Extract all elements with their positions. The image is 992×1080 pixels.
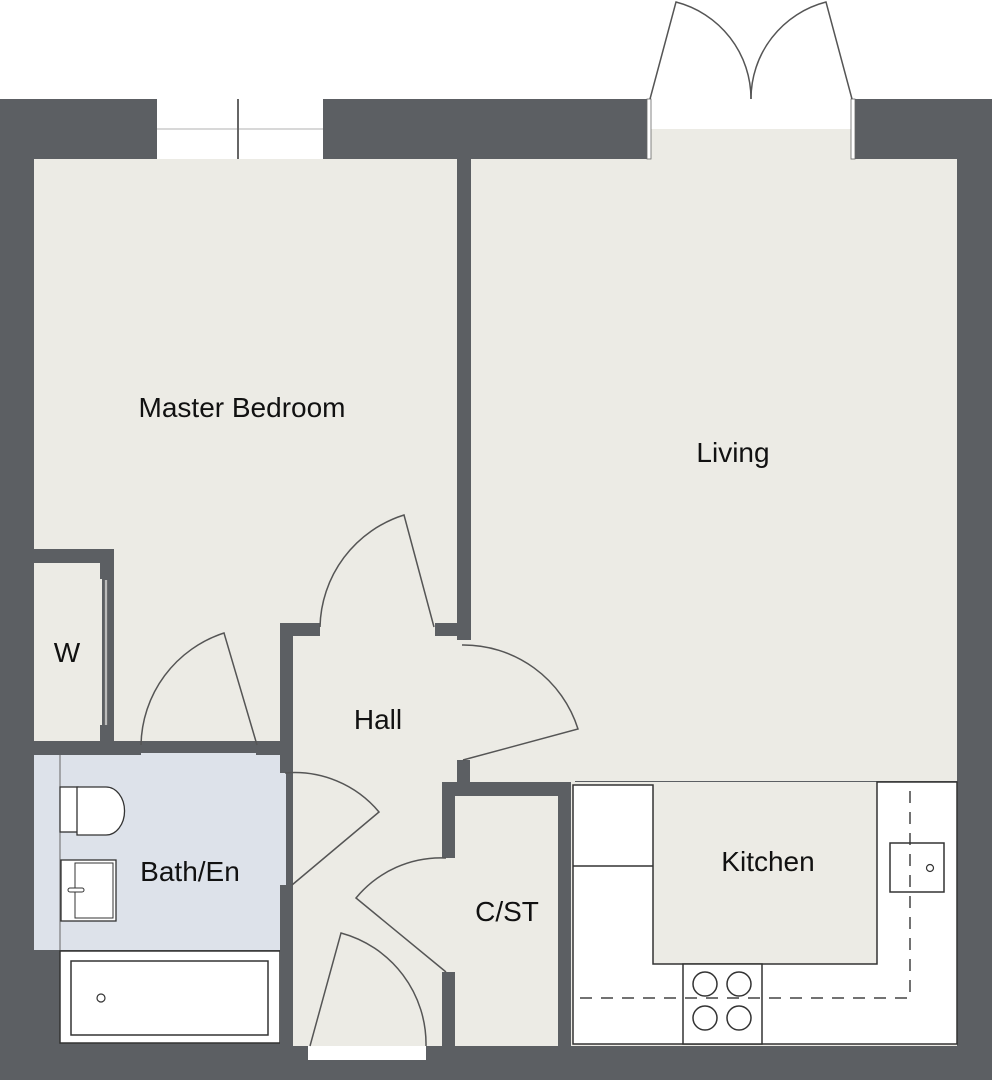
living-door-recess <box>650 128 852 160</box>
bathtub-inner <box>70 960 269 1036</box>
wall-units-dashed <box>580 782 911 999</box>
door-bath-hall <box>284 771 381 886</box>
master-bedroom-floor <box>34 159 457 551</box>
toilet-icon <box>59 786 126 836</box>
wardrobe-floor <box>34 563 102 741</box>
living-floor <box>471 159 957 781</box>
hall-floor <box>293 636 457 1046</box>
room-label-bath-en: Bath/En <box>140 856 240 887</box>
door-living <box>461 644 579 761</box>
bath-drain-icon <box>96 993 106 1003</box>
room-label-hall: Hall <box>354 704 402 735</box>
room-label-cst: C/ST <box>475 896 539 927</box>
basin-icon <box>60 859 117 922</box>
hall-floor-right <box>440 760 575 782</box>
door-cst <box>354 857 447 973</box>
door-entrance <box>309 932 427 1047</box>
hob-icon <box>682 963 763 1045</box>
door-bedroom <box>319 514 435 628</box>
window-bedroom <box>157 99 323 159</box>
cst-floor <box>455 796 558 1046</box>
door-bathroom <box>140 632 258 746</box>
living-to-hall <box>457 640 471 760</box>
sink-icon <box>889 842 945 893</box>
french-doors <box>646 1 856 160</box>
room-label-living: Living <box>696 437 769 468</box>
hall-entrance <box>308 1046 426 1060</box>
room-label-wardrobe: W <box>54 637 81 668</box>
room-label-master-bedroom: Master Bedroom <box>139 392 346 423</box>
room-label-kitchen: Kitchen <box>721 846 814 877</box>
